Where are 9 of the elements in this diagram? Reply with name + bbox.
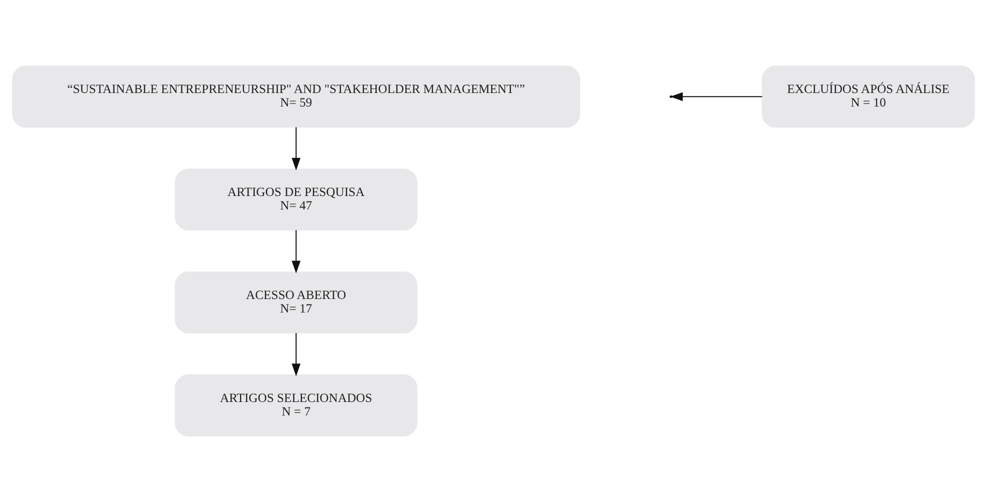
arrow	[670, 92, 762, 102]
node-box: ARTIGOS DE PESQUISA N= 47	[174, 168, 418, 231]
arrow	[292, 333, 301, 376]
node-box: “SUSTAINABLE ENTREPRENEURSHIP" AND "STAKEHOLDER MANAGEMENT"” N= 59	[12, 66, 580, 128]
arrow	[292, 230, 301, 274]
node-box: EXCLUÍDOS APÓS ANÁLISE N = 10	[762, 66, 975, 128]
arrow	[292, 127, 301, 170]
node-box: ARTIGOS SELECIONADOS N = 7	[174, 374, 418, 436]
node-box: ACESSO ABERTO N= 17	[174, 271, 418, 334]
